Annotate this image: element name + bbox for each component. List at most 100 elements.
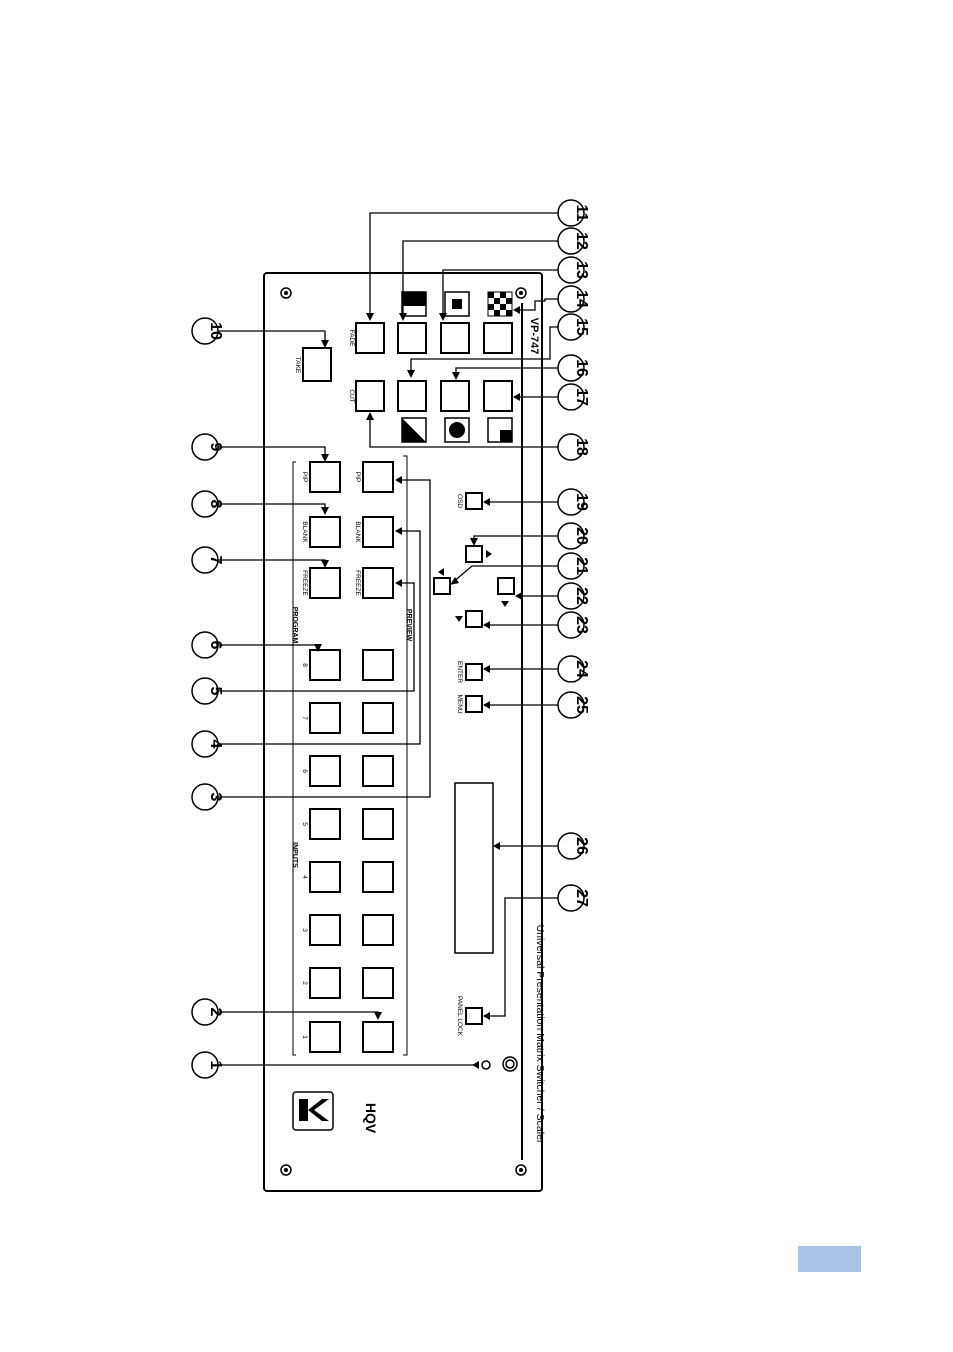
wipe-circle-icon — [445, 418, 469, 442]
input-number-1: 1 — [301, 1035, 308, 1039]
preview-input-1-button[interactable] — [363, 1022, 393, 1052]
program-input-8-button[interactable] — [310, 650, 340, 680]
fade-button[interactable] — [356, 323, 384, 353]
svg-text:16: 16 — [573, 359, 590, 377]
power-button[interactable] — [503, 1057, 517, 1071]
preview-pip-button[interactable] — [363, 462, 393, 492]
take-button[interactable] — [303, 348, 331, 381]
program-input-6-button[interactable] — [310, 756, 340, 786]
wipe-button-1[interactable] — [398, 323, 426, 353]
panel-lock-label: PANEL LOCK — [456, 996, 463, 1037]
callout-20: 20 — [558, 523, 590, 549]
callout-15: 15 — [558, 314, 590, 340]
svg-text:7: 7 — [207, 556, 224, 565]
enter-label: ENTER — [456, 661, 463, 683]
callout-5: 5 — [192, 678, 224, 704]
input-number-6: 6 — [301, 769, 308, 773]
callout-7: 7 — [192, 547, 224, 573]
callout-9: 9 — [192, 434, 224, 460]
svg-text:HQV: HQV — [363, 1103, 379, 1134]
input-number-5: 5 — [301, 822, 308, 826]
osd-label: OSD — [456, 494, 463, 508]
wipe-diagonal-icon — [402, 418, 426, 442]
program-freeze-label: FREEZE — [301, 570, 308, 596]
menu-label: MENU — [456, 694, 463, 713]
preview-input-7-button[interactable] — [363, 703, 393, 733]
inputs-label: INPUTS — [291, 842, 298, 868]
svg-text:1: 1 — [207, 1061, 224, 1070]
cut-label: CUT — [348, 389, 355, 402]
preview-pip-label: PIP — [354, 472, 361, 482]
device-subtitle: Universal Presentation Matrix Switcher /… — [534, 925, 546, 1144]
preview-input-3-button[interactable] — [363, 915, 393, 945]
callout-24: 24 — [558, 656, 590, 682]
svg-text:14: 14 — [573, 290, 590, 308]
wipe-button-4[interactable] — [398, 381, 426, 411]
program-label: PROGRAM — [291, 607, 298, 644]
nav-down-button[interactable] — [466, 611, 482, 627]
power-indicator-led — [482, 1061, 490, 1069]
callout-22: 22 — [558, 583, 590, 609]
take-label: TAKE — [294, 357, 301, 374]
input-number-4: 4 — [301, 875, 308, 879]
menu-button[interactable] — [466, 696, 482, 712]
preview-blank-label: BLANK — [354, 521, 361, 543]
screw-bottom-right — [516, 1165, 526, 1175]
up-arrow-icon — [486, 550, 492, 558]
svg-text:19: 19 — [573, 493, 590, 511]
svg-text:22: 22 — [573, 587, 590, 605]
preview-input-4-button[interactable] — [363, 862, 393, 892]
nav-up-button[interactable] — [466, 546, 482, 562]
wipe-button-5[interactable] — [441, 381, 469, 411]
program-pip-button[interactable] — [310, 462, 340, 492]
preview-input-5-button[interactable] — [363, 809, 393, 839]
program-blank-button[interactable] — [310, 517, 340, 547]
program-input-2-button[interactable] — [310, 968, 340, 998]
input-number-7: 7 — [301, 716, 308, 720]
svg-text:25: 25 — [573, 696, 590, 714]
program-freeze-button[interactable] — [310, 568, 340, 598]
wipe-button-6[interactable] — [484, 381, 512, 411]
wipe-horizontal-icon — [402, 292, 426, 316]
wipe-button-3[interactable] — [484, 323, 512, 353]
kramer-logo — [293, 1092, 333, 1130]
callout-10: 10 — [192, 318, 224, 344]
preview-freeze-button[interactable] — [363, 568, 393, 598]
svg-text:6: 6 — [207, 641, 224, 650]
wipe-button-2[interactable] — [441, 323, 469, 353]
nav-left-button[interactable] — [434, 578, 450, 594]
callout-1: 1 — [192, 1052, 224, 1078]
preview-input-2-button[interactable] — [363, 968, 393, 998]
preview-blank-button[interactable] — [363, 517, 393, 547]
program-pip-label: PIP — [301, 472, 308, 482]
program-blank-label: BLANK — [301, 521, 308, 543]
program-input-3-button[interactable] — [310, 915, 340, 945]
program-bracket — [293, 462, 296, 1055]
cut-button[interactable] — [356, 381, 384, 411]
panel-lock-button[interactable] — [466, 1008, 482, 1024]
program-input-1-button[interactable] — [310, 1022, 340, 1052]
program-input-7-button[interactable] — [310, 703, 340, 733]
osd-button[interactable] — [466, 493, 482, 509]
nav-right-button[interactable] — [498, 578, 514, 594]
callout-circles-left: 1 2 3 4 5 6 7 8 9 10 — [192, 318, 224, 1078]
preview-freeze-label: FREEZE — [354, 570, 361, 596]
model-name: VP-747 — [528, 318, 540, 355]
wipe-corner-icon — [488, 418, 512, 442]
svg-text:5: 5 — [207, 687, 224, 696]
enter-button[interactable] — [466, 664, 482, 680]
callout-13: 13 — [558, 257, 590, 283]
program-input-5-button[interactable] — [310, 809, 340, 839]
preview-input-8-button[interactable] — [363, 650, 393, 680]
input-number-8: 8 — [301, 663, 308, 667]
svg-text:8: 8 — [207, 500, 224, 509]
preview-label: PREVIEW — [405, 609, 412, 642]
svg-text:3: 3 — [207, 793, 224, 802]
input-number-3: 3 — [301, 928, 308, 932]
program-input-4-button[interactable] — [310, 862, 340, 892]
preview-input-6-button[interactable] — [363, 756, 393, 786]
callout-11: 11 — [558, 200, 590, 226]
callout-2: 2 — [192, 999, 224, 1025]
svg-text:11: 11 — [573, 205, 590, 222]
